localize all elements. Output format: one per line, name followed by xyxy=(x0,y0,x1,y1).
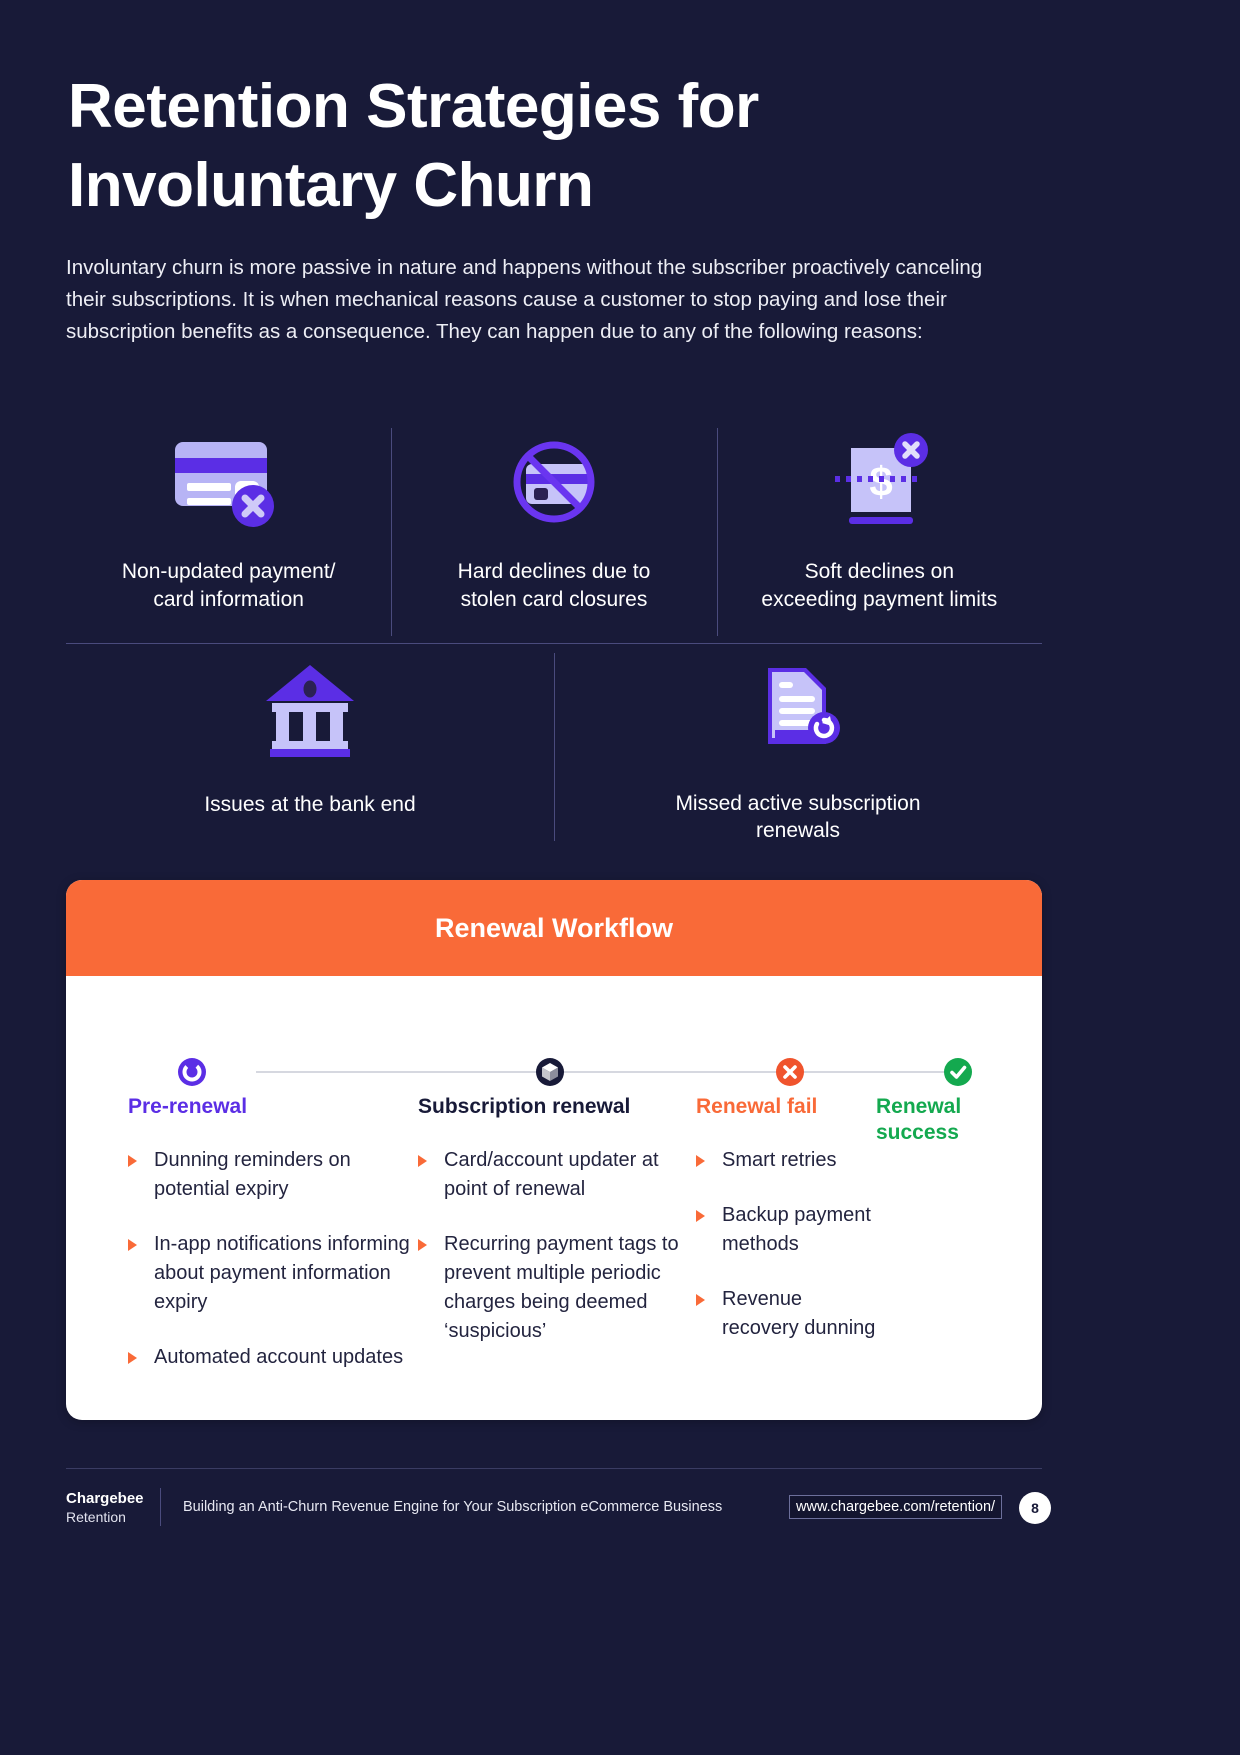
reason-label: Missed active subscription renewals xyxy=(648,790,948,845)
page-title-line-1: Retention Strategies for xyxy=(68,72,759,141)
footer-divider xyxy=(66,1468,1042,1469)
workflow-timeline xyxy=(66,1042,1042,1102)
reason-label-line-2: card information xyxy=(153,587,304,611)
bank-icon xyxy=(262,653,358,761)
renewal-workflow-header: Renewal Workflow xyxy=(66,880,1042,976)
payment-limit-exceeded-icon: $ xyxy=(827,428,931,536)
brand-name: Chargebee xyxy=(66,1490,144,1507)
reason-card-soft-declines: $ Soft declines on exceeding payment lim… xyxy=(716,420,1042,640)
stage-title: Pre-renewal xyxy=(128,1095,248,1118)
workflow-columns: Pre-renewal Dunning reminders on potenti… xyxy=(66,1094,1042,1398)
workflow-stage-renewal-fail: Renewal fail Smart retries Backup paymen… xyxy=(696,1094,876,1398)
bullet-triangle-icon xyxy=(696,1294,705,1307)
footer-url-link[interactable]: www.chargebee.com/retention/ xyxy=(789,1495,1003,1519)
x-circle-icon xyxy=(774,1056,806,1088)
reason-label-line-1: Issues at the bank end xyxy=(204,793,416,816)
stage-title: Renewal fail xyxy=(696,1095,818,1118)
reason-label: Soft declines on exceeding payment limit… xyxy=(761,558,997,613)
reason-label-line-1: Non-updated payment/ xyxy=(121,560,336,583)
stage-title: Subscription renewal xyxy=(418,1095,631,1118)
page-footer: Chargebee Retention Building an Anti-Chu… xyxy=(0,1468,1240,1558)
bullet-text: Dunning reminders on potential expiry xyxy=(154,1149,351,1201)
list-item: Card/account updater at point of renewal xyxy=(418,1146,696,1204)
page-title: Retention Strategies for Involuntary Chu… xyxy=(68,68,968,225)
renewal-workflow-card: Renewal Workflow xyxy=(66,880,1042,1420)
card-blocked-icon xyxy=(506,428,602,536)
reasons-grid-bottom: Issues at the bank end Mi xyxy=(66,645,1042,845)
reason-label-line-1: Soft declines on xyxy=(804,560,955,583)
bullet-triangle-icon xyxy=(696,1210,705,1223)
reason-card-bank-issues: Issues at the bank end xyxy=(66,645,554,845)
list-item: Revenue recovery dunning xyxy=(696,1285,876,1343)
list-item: Backup payment methods xyxy=(696,1201,876,1259)
brand-logo: Chargebee Retention xyxy=(66,1490,144,1526)
reason-label: Non-updated payment/ card information xyxy=(122,558,336,613)
bullet-triangle-icon xyxy=(696,1155,705,1168)
workflow-stage-renewal-success: Renewal success xyxy=(876,1094,996,1398)
timeline-line xyxy=(256,1071,957,1073)
reason-label-line-1: Missed active subscription renewals xyxy=(675,791,921,843)
reason-label-line-1: Hard declines due to xyxy=(457,560,651,583)
page-title-line-2: Involuntary Churn xyxy=(68,150,594,220)
reason-label: Issues at the bank end xyxy=(204,791,415,819)
bullet-text: Revenue recovery dunning xyxy=(722,1288,876,1340)
workflow-stage-subscription-renewal: Subscription renewal Card/account update… xyxy=(418,1094,696,1398)
brand-sub: Retention xyxy=(66,1508,126,1525)
reason-label-line-2: exceeding payment limits xyxy=(761,587,998,611)
reason-card-hard-declines: Hard declines due to stolen card closure… xyxy=(391,420,716,640)
renewal-workflow-body: Pre-renewal Dunning reminders on potenti… xyxy=(66,976,1042,1420)
renewal-workflow-title: Renewal Workflow xyxy=(434,912,674,943)
bullet-text: Card/account updater at point of renewal xyxy=(444,1149,659,1201)
reason-card-missed-renewals: Missed active subscription renewals xyxy=(554,645,1042,845)
bullet-text: Smart retries xyxy=(722,1149,837,1172)
bullet-text: Recurring payment tags to prevent multip… xyxy=(444,1233,679,1343)
bullet-text: Backup payment methods xyxy=(722,1204,871,1256)
credit-card-x-icon xyxy=(171,428,287,536)
list-item: Recurring payment tags to prevent multip… xyxy=(418,1230,696,1346)
circle-outline-icon xyxy=(176,1056,208,1088)
reasons-grid-top: Non-updated payment/ card information Ha… xyxy=(66,420,1042,644)
package-box-icon xyxy=(534,1056,566,1088)
bullet-triangle-icon xyxy=(128,1239,137,1252)
list-item: Smart retries xyxy=(696,1146,876,1175)
reason-card-non-updated-payment: Non-updated payment/ card information xyxy=(66,420,391,640)
bullet-text: In-app notifications informing about pay… xyxy=(154,1233,410,1314)
document-renewal-icon xyxy=(750,653,846,760)
footer-tagline: Building an Anti-Churn Revenue Engine fo… xyxy=(183,1499,723,1515)
list-item: In-app notifications informing about pay… xyxy=(128,1230,418,1317)
stage-bullets: Card/account updater at point of renewal… xyxy=(418,1146,696,1346)
stage-bullets: Dunning reminders on potential expiry In… xyxy=(128,1146,418,1372)
stage-title: Renewal success xyxy=(876,1095,962,1145)
bullet-triangle-icon xyxy=(128,1352,137,1365)
bullet-triangle-icon xyxy=(418,1239,427,1252)
workflow-stage-pre-renewal: Pre-renewal Dunning reminders on potenti… xyxy=(128,1094,418,1398)
bullet-text: Automated account updates xyxy=(154,1346,404,1369)
bullet-triangle-icon xyxy=(128,1155,137,1168)
list-item: Automated account updates xyxy=(128,1343,418,1372)
reason-label-line-2: stolen card closures xyxy=(460,587,648,611)
stage-bullets: Smart retries Backup payment methods Rev… xyxy=(696,1146,876,1343)
page-number-badge: 8 xyxy=(1019,1492,1051,1524)
list-item: Dunning reminders on potential expiry xyxy=(128,1146,418,1204)
footer-vertical-divider xyxy=(160,1488,161,1526)
intro-paragraph: Involuntary churn is more passive in nat… xyxy=(66,256,983,344)
bullet-triangle-icon xyxy=(418,1155,427,1168)
check-circle-icon xyxy=(942,1056,974,1088)
reason-label: Hard declines due to stolen card closure… xyxy=(458,558,651,613)
